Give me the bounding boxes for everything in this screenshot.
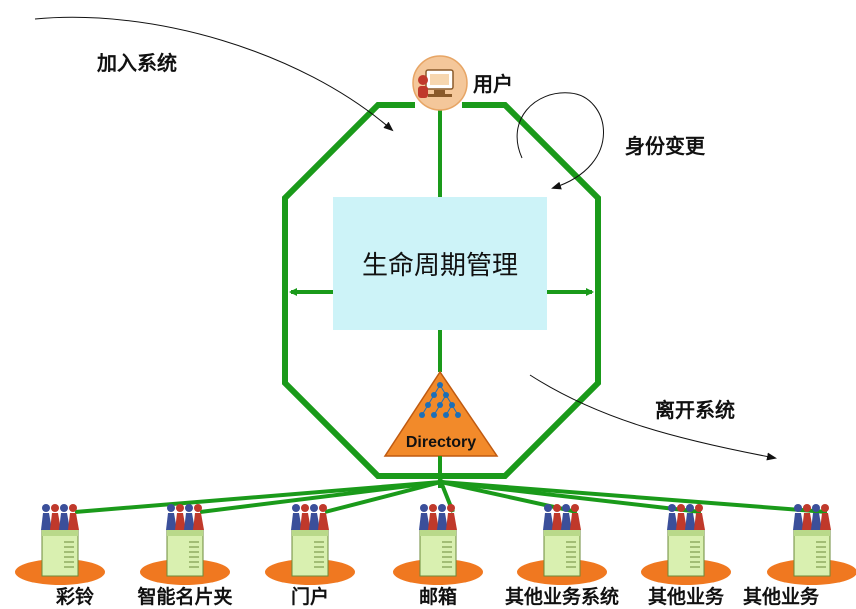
system-node [15, 504, 105, 585]
system-connectors [74, 456, 828, 514]
system-label: 门户 [290, 586, 329, 608]
server-icon [543, 529, 581, 577]
leave-arrow [529, 374, 777, 461]
join-arrow [34, 16, 394, 132]
system-connector [74, 480, 442, 514]
system-node [641, 504, 731, 585]
server-icon [793, 529, 831, 577]
directory-label: Directory [406, 434, 476, 451]
directory-hub-point [438, 479, 444, 485]
user-computer-icon [412, 55, 468, 111]
directory-tree-icon: Directory [383, 370, 499, 457]
system-label: 其他业务 [647, 586, 724, 608]
server-icon [667, 529, 705, 577]
system-connector [440, 480, 828, 514]
annotation-arrows [34, 16, 777, 461]
user-label: 用户 [473, 72, 513, 96]
system-node [393, 504, 483, 585]
lifecycle-core-label: 生命周期管理 [361, 251, 518, 281]
people-icon [419, 504, 457, 530]
system-label: 其他业务系统 [504, 586, 619, 608]
system-node [517, 504, 607, 585]
lifecycle-core-box [333, 197, 547, 330]
system-label: 彩铃 [55, 586, 94, 608]
identity-change-arrow [516, 92, 604, 190]
system-connector [199, 480, 442, 514]
server-icon [166, 529, 204, 577]
server-icon [41, 529, 79, 577]
system-connector [324, 480, 442, 514]
people-icon [667, 504, 705, 530]
server-icon [419, 529, 457, 577]
people-icon [41, 504, 79, 530]
server-icon [291, 529, 329, 577]
people-icon [793, 504, 831, 530]
system-node [767, 504, 856, 585]
system-label: 其他业务 [742, 586, 819, 608]
people-icon [291, 504, 329, 530]
identity-change-label: 身份变更 [625, 134, 705, 158]
system-node [265, 504, 355, 585]
system-label: 智能名片夹 [137, 586, 233, 608]
business-systems [15, 504, 856, 585]
people-icon [543, 504, 581, 530]
join-system-label: 加入系统 [97, 51, 177, 75]
system-node [140, 504, 230, 585]
people-icon [166, 504, 204, 530]
core-connectors [289, 105, 594, 372]
system-label: 邮箱 [418, 586, 457, 608]
leave-system-label: 离开系统 [655, 398, 735, 422]
